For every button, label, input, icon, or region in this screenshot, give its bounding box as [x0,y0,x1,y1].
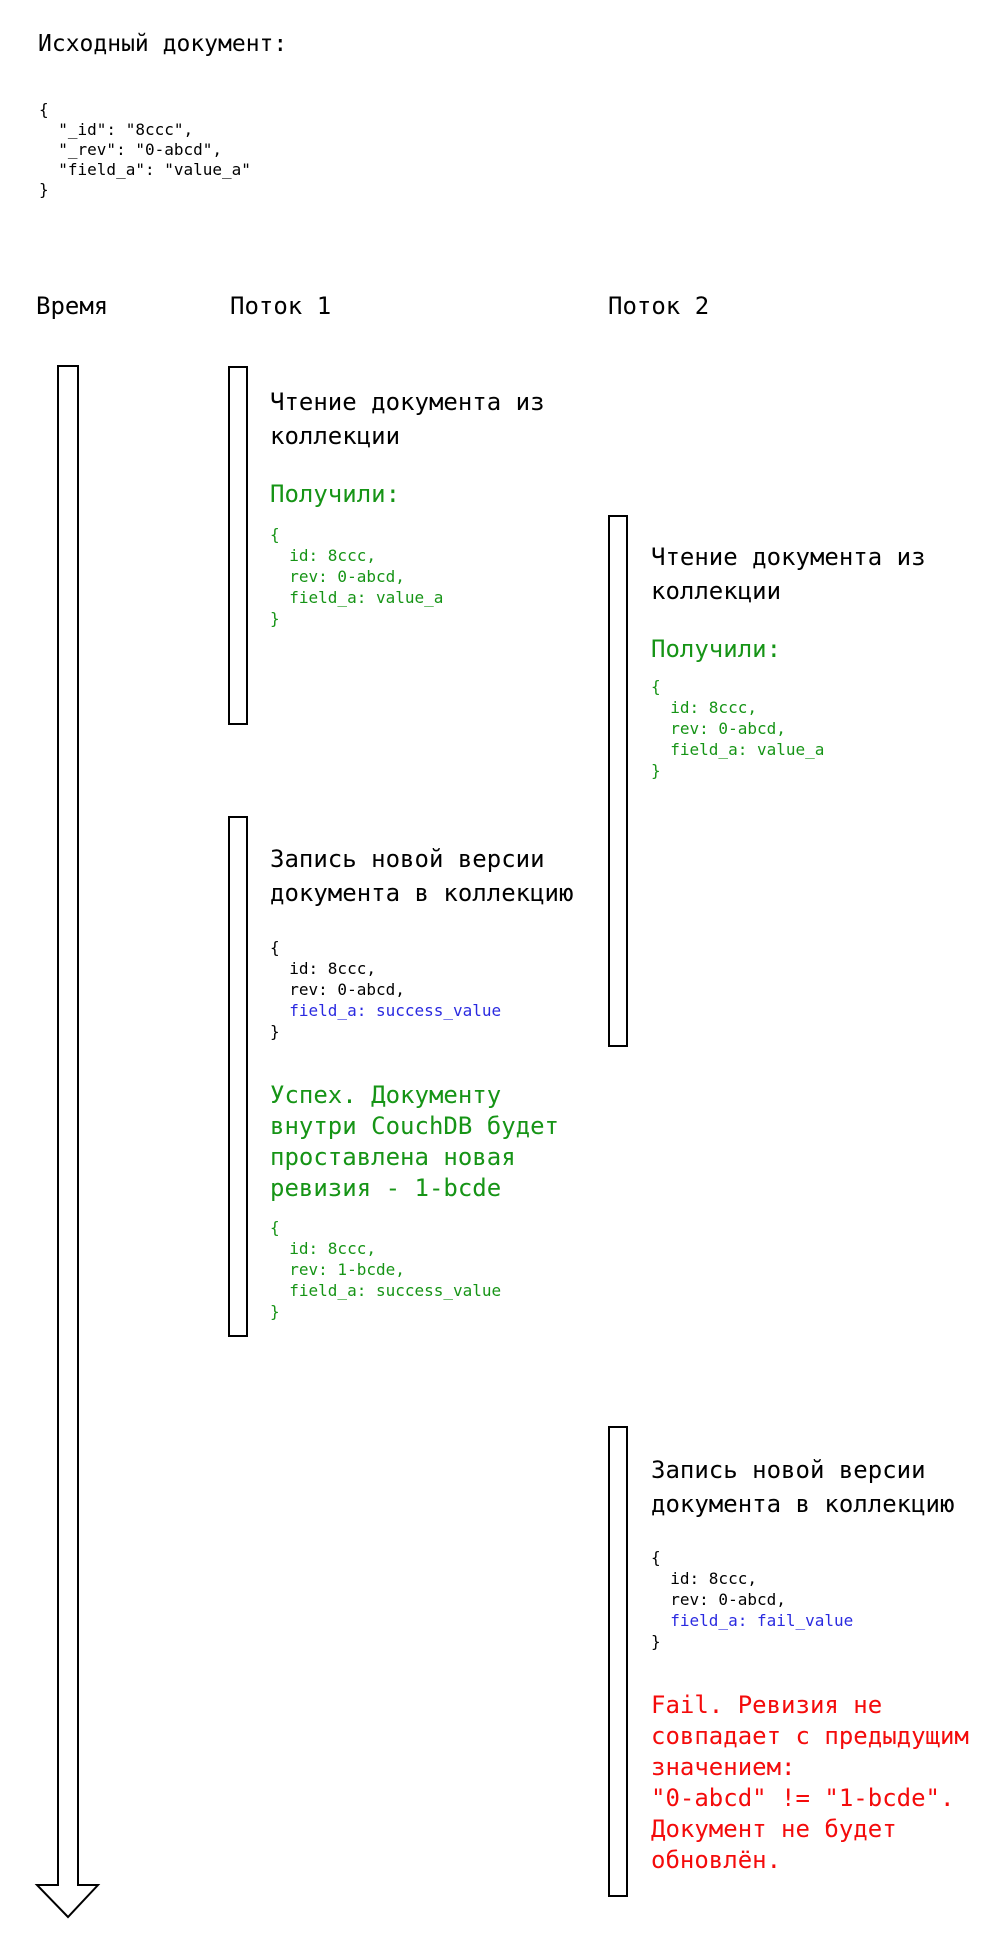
thread2-write-action-text: Запись новой версии документа в коллекци… [651,1456,955,1518]
source-document-heading: Исходный документ: [38,31,288,57]
thread1-activity-bar-read [228,366,248,725]
thread2-write-request-code: { id: 8ccc, rev: 0-abcd, field_a: fail_v… [651,1547,853,1652]
thread1-write-request-code: { id: 8ccc, rev: 0-abcd, field_a: succes… [270,937,501,1042]
thread1-write-success-text: Успех. Документу внутри CouchDB будет пр… [270,1081,559,1202]
thread1-write-code-field-line: field_a: success_value [270,1001,502,1020]
thread2-write-code-field-line: field_a: fail_value [651,1611,854,1630]
thread1-write-result-code: { id: 8ccc, rev: 1-bcde, field_a: succes… [270,1218,502,1321]
source-document-code: { "_id": "8ccc", "_rev": "0-abcd", "fiel… [39,100,251,199]
thread1-column-header: Поток 1 [230,292,332,320]
time-axis-label: Время [36,292,109,320]
time-arrow-icon [34,365,101,1919]
thread2-activity-bar-write [608,1426,628,1897]
thread1-write-action-text: Запись новой версии документа в коллекци… [270,845,574,907]
thread2-write-code-head: { id: 8ccc, rev: 0-abcd, [651,1548,786,1609]
thread1-write-code-head: { id: 8ccc, rev: 0-abcd, [270,938,405,999]
thread2-write-code-tail: } [651,1632,661,1651]
thread1-read-result-label: Получили: [270,480,401,508]
thread2-activity-bar-read [608,515,628,1047]
thread2-read-result-code: { id: 8ccc, rev: 0-abcd, field_a: value_… [651,677,825,780]
thread1-activity-bar-write [228,816,248,1337]
thread1-write-code-tail: } [270,1022,280,1041]
thread1-read-action-text: Чтение документа из коллекции [270,388,545,450]
thread2-write-fail-text: Fail. Ревизия не совпадает с предыдущим … [651,1691,969,1874]
thread2-read-result-label: Получили: [651,635,782,663]
thread1-read-result-code: { id: 8ccc, rev: 0-abcd, field_a: value_… [270,525,444,628]
thread2-read-action-text: Чтение документа из коллекции [651,543,926,605]
thread2-column-header: Поток 2 [608,292,710,320]
